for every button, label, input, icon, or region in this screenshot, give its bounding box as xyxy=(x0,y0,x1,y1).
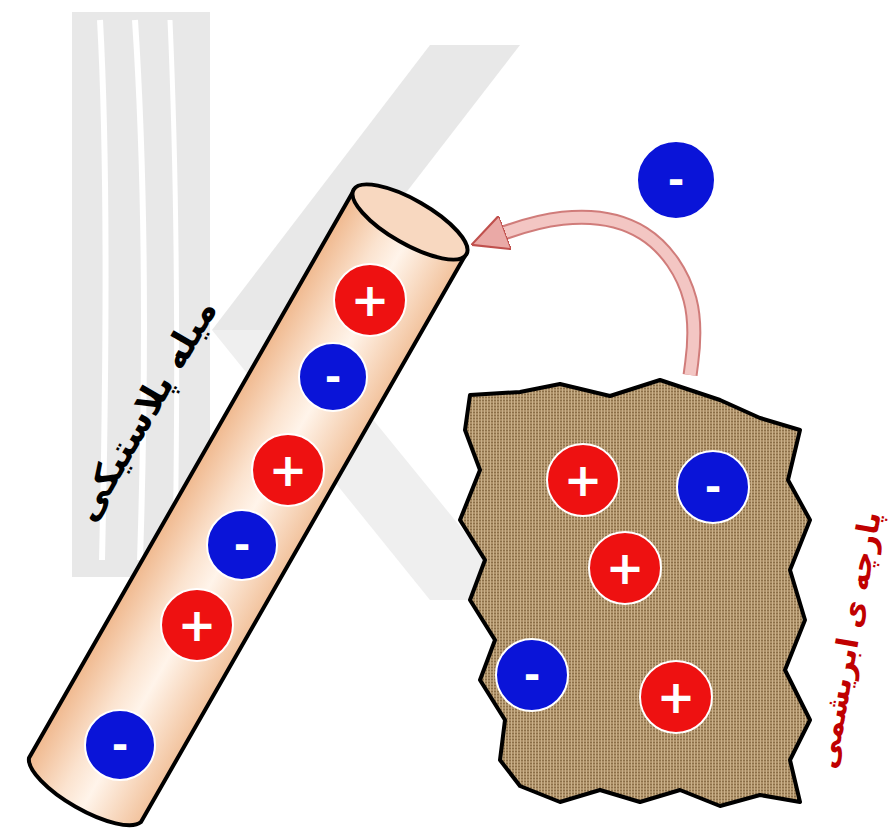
negative-charge: - xyxy=(206,509,278,581)
charge-circle xyxy=(161,589,233,661)
charge-circle xyxy=(496,639,568,711)
charge-circle xyxy=(637,141,715,219)
silk-cloth: +-+-+پارچه ی ابریشمی xyxy=(455,375,815,810)
charge-circle xyxy=(252,434,324,506)
charge-sign: + xyxy=(269,447,308,493)
positive-charge: + xyxy=(639,660,713,734)
negative-charge: - xyxy=(495,638,569,712)
positive-charge: + xyxy=(160,588,234,662)
charge-sign: - xyxy=(524,655,541,695)
negative-charge: - xyxy=(636,140,716,220)
charge-sign: - xyxy=(705,467,722,507)
plastic-rod: +-+-+-میله پلاستیکی xyxy=(20,175,485,830)
transfer-arrow xyxy=(485,217,694,375)
charge-circle xyxy=(334,264,406,336)
cloth-label: پارچه ی ابریشمی xyxy=(809,509,887,771)
negative-charge: - xyxy=(298,342,368,412)
charge-circle xyxy=(547,444,619,516)
charge-circle xyxy=(299,343,367,411)
rod-body xyxy=(29,190,466,825)
charge-sign: + xyxy=(657,674,696,720)
arrow-outline xyxy=(485,217,694,375)
charge-circle xyxy=(589,532,661,604)
charge-sign: - xyxy=(234,525,251,565)
positive-charge: + xyxy=(333,263,407,337)
rod-end xyxy=(343,171,478,274)
positive-charge: + xyxy=(251,433,325,507)
arrow-body xyxy=(485,217,694,375)
charge-circle xyxy=(677,451,749,523)
positive-charge: + xyxy=(588,531,662,605)
cloth-piece xyxy=(460,380,810,806)
charge-sign: + xyxy=(351,277,390,323)
charge-sign: + xyxy=(564,457,603,503)
positive-charge: + xyxy=(546,443,620,517)
charge-sign: - xyxy=(112,725,129,765)
charge-sign: + xyxy=(178,602,217,648)
negative-charge: - xyxy=(84,709,156,781)
negative-charge: - xyxy=(676,450,750,524)
charge-circle xyxy=(85,710,155,780)
charge-sign: - xyxy=(668,160,685,200)
charge-sign: + xyxy=(606,545,645,591)
charge-circle xyxy=(640,661,712,733)
charge-circle xyxy=(207,510,277,580)
charge-sign: - xyxy=(325,357,342,397)
